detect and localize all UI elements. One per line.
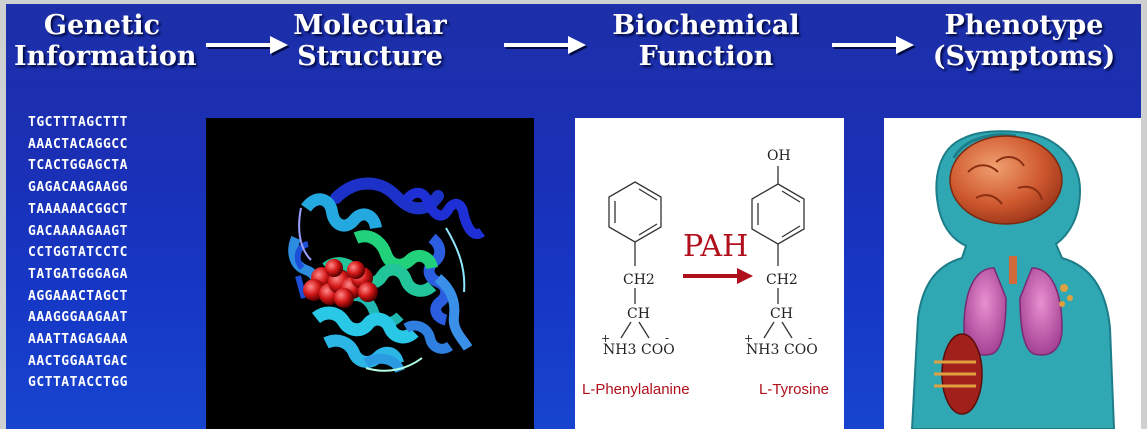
tyr-coo-label: COO	[784, 342, 818, 358]
tyr-ch-label: CH	[770, 306, 793, 322]
dna-sequence-line: AAACTACAGGCC	[28, 136, 128, 152]
heading-genetic-information: Genetic Information	[14, 10, 197, 72]
phenylalanine-benzene-ring-icon	[608, 181, 662, 339]
lungs-icon	[963, 256, 1063, 356]
dna-sequence-line: AAATTAGAGAAA	[28, 332, 128, 348]
heading-biochemical-function: Biochemical Function	[612, 10, 800, 72]
heading-phenotype: Phenotype (Symptoms)	[932, 10, 1116, 72]
tyrosine-label: L-Tyrosine	[759, 381, 829, 398]
phe-ch2-label: CH2	[623, 272, 655, 288]
dna-sequence-line: AGGAAACTAGCT	[28, 288, 128, 304]
phenylalanine-label: L-Phenylalanine	[582, 381, 690, 398]
dna-sequence-line: TCACTGGAGCTA	[28, 158, 128, 174]
tyr-nh3-label: NH3	[746, 342, 779, 358]
phe-nh3-label: NH3	[603, 342, 636, 358]
tyr-ch2-label: CH2	[766, 272, 798, 288]
arrow-right-icon	[206, 36, 290, 56]
dna-sequence-line: GCTTATACCTGG	[28, 375, 128, 391]
dna-sequence-line: AACTGGAATGAC	[28, 353, 128, 369]
slide: Genetic Information Molecular Structure …	[6, 4, 1141, 429]
phenotype-body-illustration	[884, 118, 1141, 429]
tyr-hydroxyl-label: OH	[767, 148, 791, 164]
dna-sequence-line: AAAGGGAAGAAT	[28, 310, 128, 326]
tyrosine-benzene-ring-icon	[751, 166, 805, 339]
heading-molecular-structure: Molecular Structure	[293, 10, 447, 72]
arrow-right-icon	[832, 36, 916, 56]
dna-sequence-line: TGCTTTAGCTTT	[28, 115, 128, 130]
enzyme-pah-label: PAH	[683, 229, 748, 264]
organ-detail-icon	[1059, 284, 1073, 307]
pointer-lines-icon	[934, 360, 976, 388]
brain-icon	[949, 135, 1063, 225]
dna-sequence-line: TAAAAAACGGCT	[28, 201, 128, 217]
tyr-minus-charge: -	[808, 331, 812, 345]
phe-plus-charge: +	[601, 332, 610, 345]
protein-structure-image	[206, 118, 534, 429]
dna-sequence-line: GAGACAAGAAGG	[28, 180, 128, 196]
dna-sequence-line: TATGATGGGAGA	[28, 266, 128, 282]
reaction-arrow-icon	[683, 268, 753, 284]
phenylalanine-to-tyrosine-reaction: CH2 CH NH3 + COO - PAH OH	[575, 118, 844, 429]
dna-sequence-line: CCTGGTATCCTC	[28, 245, 128, 261]
phe-coo-label: COO	[641, 342, 675, 358]
phe-ch-label: CH	[627, 306, 650, 322]
dna-sequence-list: TGCTTTAGCTTT AAACTACAGGCC TCACTGGAGCTA G…	[28, 112, 128, 394]
dna-sequence-line: GACAAAAGAAGT	[28, 223, 128, 239]
arrow-right-icon	[504, 36, 588, 56]
phe-minus-charge: -	[665, 331, 669, 345]
tyr-plus-charge: +	[744, 332, 753, 345]
